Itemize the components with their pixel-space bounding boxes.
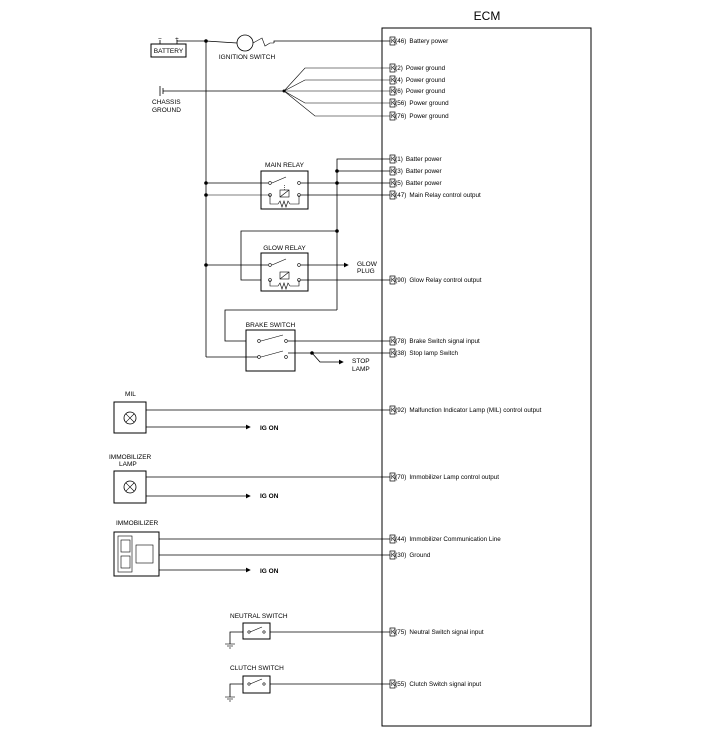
ecm-pin-description: Batter power [406, 180, 442, 187]
immobilizer-box [113, 531, 160, 577]
stop-lamp-label-1: STOP [352, 358, 370, 365]
ecm-pin-description: Power ground [409, 113, 449, 120]
immobilizer-lamp-icon [123, 480, 137, 494]
chassis-ground-label-2: GROUND [152, 107, 181, 114]
mil-ig-on: IG ON [260, 425, 279, 432]
ecm-pin-label: K(2) [391, 65, 403, 72]
ignition-switch-icon [236, 34, 254, 52]
ecm-pin: K(1)Batter power [389, 154, 442, 164]
stop-lamp-label-2: LAMP [352, 366, 370, 373]
ecm-pin-label: K(4) [391, 77, 403, 84]
ecm-pin: K(70)Immobilizer Lamp control output [389, 472, 499, 482]
ecm-pin: K(92)Malfunction Indicator Lamp (MIL) co… [389, 405, 542, 415]
ecm-pin: K(47)Main Relay control output [389, 190, 481, 200]
ignition-switch-label: IGNITION SWITCH [219, 54, 276, 61]
ecm-pin-description: Ground [409, 552, 431, 559]
ecm-pin-description: Stop lamp Switch [409, 350, 458, 357]
ecm-pin-label: K(44) [391, 536, 406, 543]
battery-minus: − [158, 36, 162, 43]
ecm-pin: K(5)Batter power [389, 178, 442, 188]
ecm-pin-description: Batter power [406, 156, 442, 163]
mil-label: MIL [125, 391, 136, 398]
ecm-pin-label: K(5) [391, 180, 403, 187]
ecm-pin: K(30)Ground [389, 550, 431, 560]
ecm-pin-label: K(70) [391, 474, 406, 481]
ecm-pin-label: K(3) [391, 168, 403, 175]
ecm-pin-description: Main Relay control output [409, 192, 481, 199]
ecm-pin-label: K(55) [391, 681, 406, 688]
neutral-switch-label: NEUTRAL SWITCH [230, 613, 288, 620]
ecm-pin-description: Batter power [406, 168, 442, 175]
battery-label: BATTERY [154, 48, 184, 55]
ecm-pin-description: Power ground [406, 88, 446, 95]
ecm-box [381, 27, 592, 727]
ecm-pin-label: K(46) [391, 38, 406, 45]
immobilizer-lamp-label-2: LAMP [119, 461, 137, 468]
immobilizer-lamp-ig-on: IG ON [260, 493, 279, 500]
ecm-pin: K(78)Brake Switch signal input [389, 336, 480, 346]
ecm-pin-label: K(47) [391, 192, 406, 199]
ecm-pin-label: K(75) [391, 629, 406, 636]
ecm-pin-description: Glow Relay control output [409, 277, 481, 284]
ecm-pin-description: Battery power [409, 38, 448, 45]
ecm-pin-label: K(76) [391, 113, 406, 120]
neutral-switch-box [242, 622, 271, 640]
ecm-pin: K(4)Power ground [389, 75, 446, 85]
ecm-pin-description: Power ground [406, 65, 446, 72]
ecm-pin: K(75)Neutral Switch signal input [389, 627, 484, 637]
immobilizer-label: IMMOBILIZER [116, 520, 159, 527]
immobilizer-lamp-label-1: IMMOBILIZER [109, 454, 152, 461]
ecm-pin: K(6)Power ground [389, 86, 446, 96]
main-relay-label: MAIN RELAY [265, 162, 305, 169]
immobilizer-ig-on: IG ON [260, 568, 279, 575]
brake-switch-label: BRAKE SWITCH [246, 322, 296, 329]
clutch-switch-label: CLUTCH SWITCH [230, 665, 284, 672]
ecm-pin-description: Clutch Switch signal input [409, 681, 481, 688]
ecm-pin: K(56)Power ground [389, 98, 449, 108]
battery-box [150, 43, 187, 58]
ecm-pin-label: K(38) [391, 350, 406, 357]
mil-box [113, 401, 147, 434]
glow-plug-label-2: PLUG [357, 268, 375, 275]
ecm-pin: K(38)Stop lamp Switch [389, 348, 459, 358]
ecm-pin: K(2)Power ground [389, 63, 446, 73]
ecm-pin-label: K(30) [391, 552, 406, 559]
ecm-pin-description: Power ground [406, 77, 446, 84]
ecm-pin-description: Immobilizer Communication Line [409, 536, 501, 543]
ecm-pin: K(3)Batter power [389, 166, 442, 176]
brake-switch-box [245, 329, 296, 372]
glow-relay-label: GLOW RELAY [263, 245, 306, 252]
ecm-pin-description: Neutral Switch signal input [409, 629, 483, 636]
ecm-pin-label: K(1) [391, 156, 403, 163]
glow-plug-label-1: GLOW [357, 261, 378, 268]
battery-plus: + [175, 36, 179, 43]
ecm-pin: K(90)Glow Relay control output [389, 275, 482, 285]
clutch-switch-box [242, 675, 271, 694]
ecm-pin: K(76)Power ground [389, 111, 449, 121]
ecm-pin-description: Brake Switch signal input [409, 338, 480, 345]
ecm-pin: K(55)Clutch Switch signal input [389, 679, 481, 689]
immobilizer-lamp-box [113, 470, 147, 504]
ecm-pin: K(46)Battery power [389, 36, 448, 46]
ecm-pin-description: Malfunction Indicator Lamp (MIL) control… [409, 407, 541, 414]
ecm-pin-label: K(90) [391, 277, 406, 284]
ecm-title: ECM [474, 9, 501, 23]
ecm-pin-description: Immobilizer Lamp control output [409, 474, 499, 481]
ecm-pin-label: K(92) [391, 407, 406, 414]
mil-lamp-icon [123, 411, 137, 425]
ecm-pin-description: Power ground [409, 100, 449, 107]
chassis-ground-label-1: CHASSIS [152, 99, 181, 106]
ecm-pin-label: K(6) [391, 88, 403, 95]
ecm-pin-label: K(78) [391, 338, 406, 345]
ecm-pin-label: K(56) [391, 100, 406, 107]
